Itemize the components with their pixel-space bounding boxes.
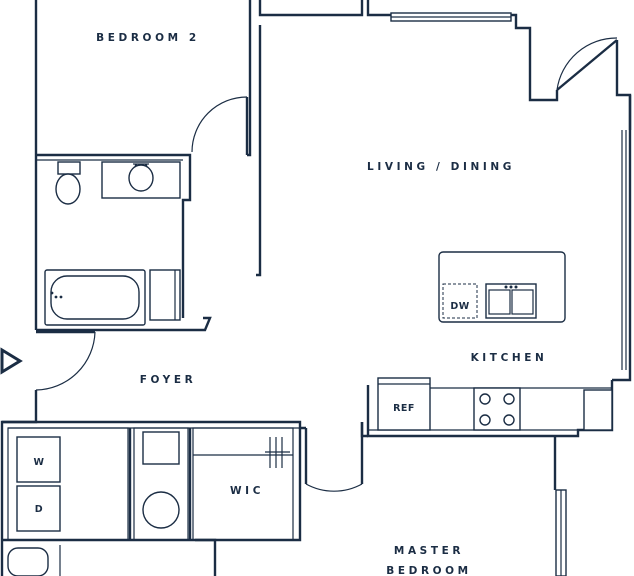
wic-right-wall — [195, 428, 302, 542]
label-master-line2: BEDROOM — [386, 565, 471, 576]
label-refrigerator: REF — [393, 403, 415, 414]
laundry-top-wall — [2, 420, 306, 430]
sink — [128, 164, 154, 192]
wic-closet — [192, 427, 294, 541]
label-washer: W — [34, 457, 45, 468]
top-wall-left — [258, 0, 364, 17]
water-heater — [142, 491, 180, 529]
laundry-fixtures — [7, 431, 290, 576]
label-foyer: FOYER — [140, 374, 197, 386]
label-living-dining: LIVING / DINING — [367, 161, 515, 173]
refrigerator — [377, 377, 431, 431]
dryer — [16, 485, 61, 532]
pantry — [583, 389, 613, 431]
label-kitchen: KITCHEN — [471, 352, 548, 364]
master-tub — [7, 547, 49, 576]
washer — [16, 436, 61, 483]
laundry-bottom-wall — [2, 538, 217, 576]
doors — [35, 37, 632, 492]
living-left-wall — [256, 25, 262, 277]
label-bedroom-2: BEDROOM 2 — [96, 32, 200, 44]
bath-top-wall — [36, 153, 192, 318]
label-master-line1: MASTER — [394, 545, 464, 557]
toilet-tank — [57, 161, 81, 175]
toilet-bowl — [55, 173, 81, 205]
dishwasher — [442, 283, 478, 319]
right-exterior-wall — [612, 40, 632, 382]
label-wic: WIC — [230, 485, 264, 497]
bathroom-fixtures — [44, 161, 181, 326]
label-dishwasher: DW — [450, 301, 469, 312]
living-door-swing — [556, 37, 618, 91]
kitchen-fixtures — [377, 251, 613, 431]
entry-arrow-icon — [0, 347, 23, 375]
kitchen-sink — [485, 283, 537, 319]
bath-bottom-wall — [36, 316, 212, 332]
water-heater-box — [142, 431, 180, 465]
label-dryer: D — [35, 504, 43, 515]
